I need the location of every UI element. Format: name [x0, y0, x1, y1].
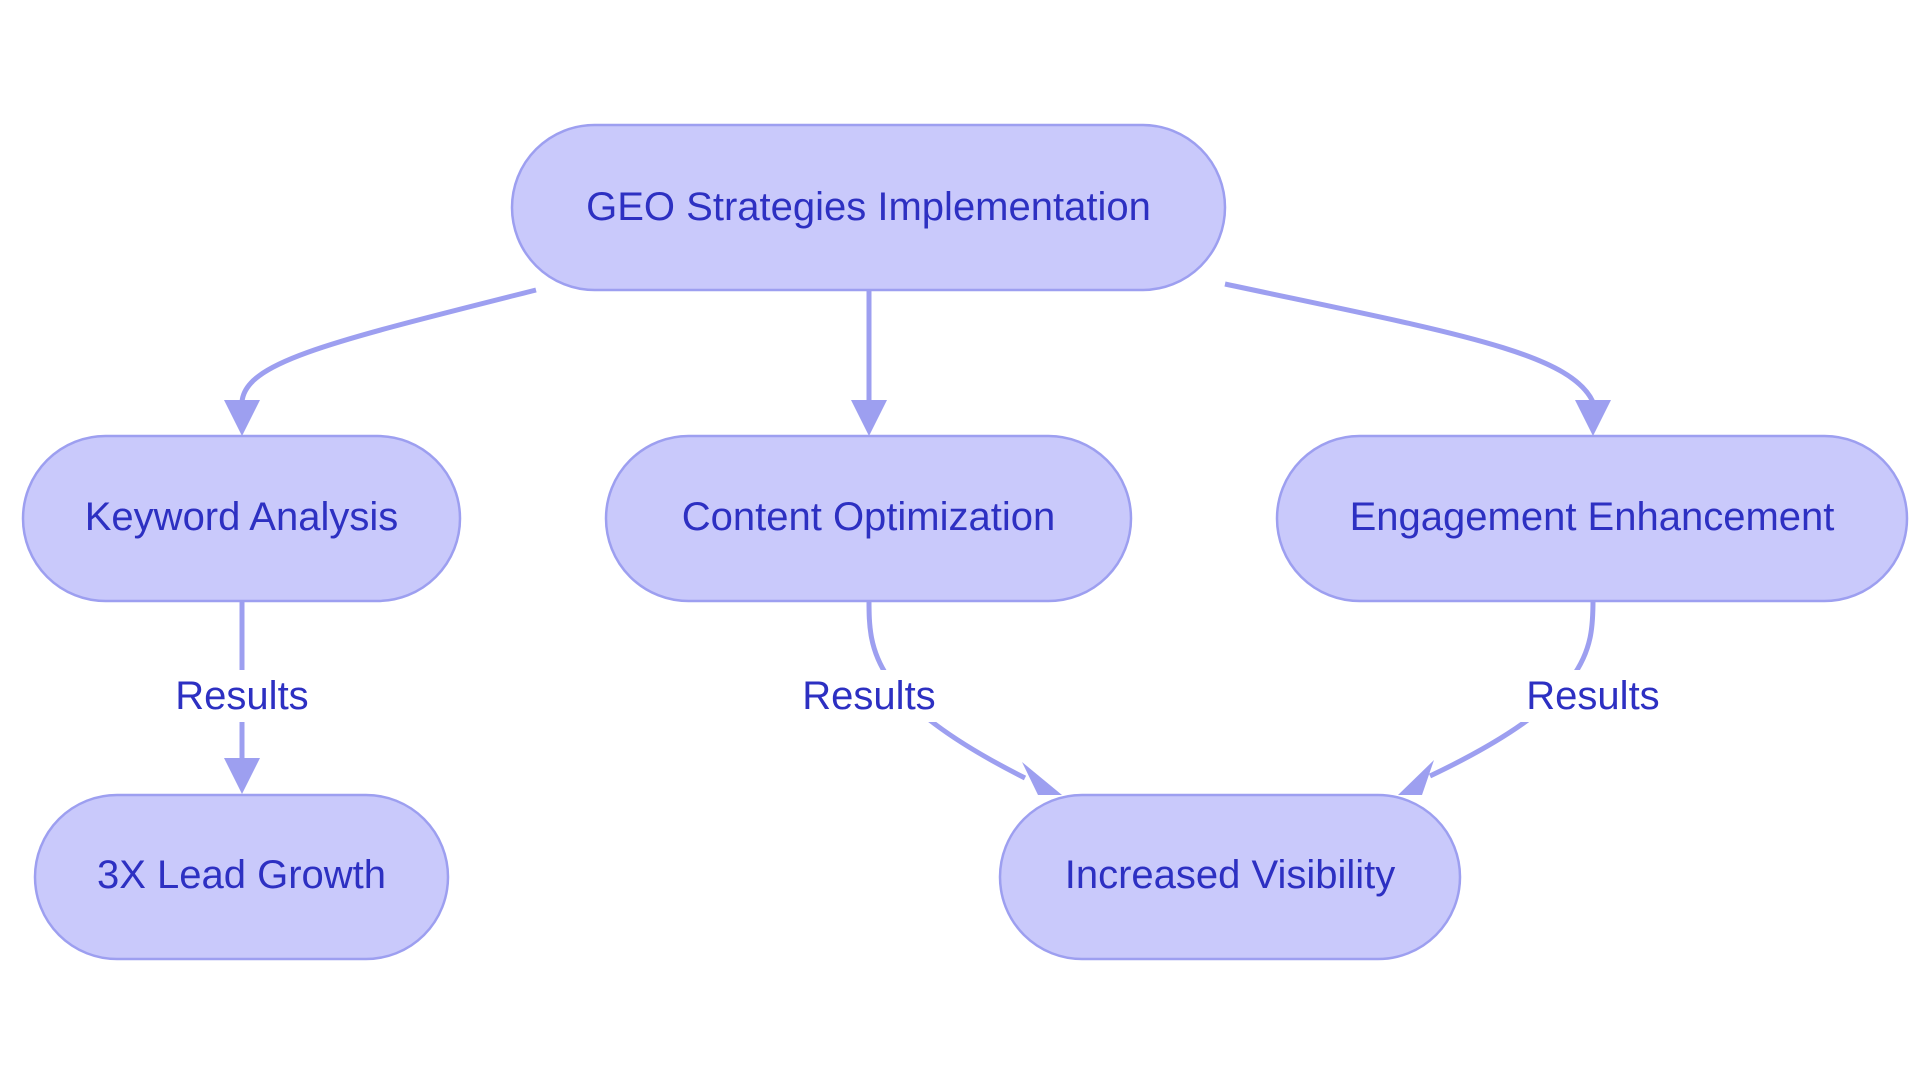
node-root-shape: [510, 123, 1227, 292]
node-engagement-enhancement-label: Engagement Enhancement: [1350, 495, 1835, 539]
node-engagement-enhancement-shape: [1275, 434, 1909, 603]
node-engagement-enhancement: Engagement Enhancement: [1275, 434, 1909, 603]
arrowhead-visibility-from-content: [1022, 762, 1062, 795]
edge-label-bg-engagement-visibility: [1517, 670, 1669, 722]
node-keyword-analysis-label: Keyword Analysis: [85, 495, 398, 539]
node-content-optimization-label: Content Optimization: [682, 495, 1056, 539]
arrowhead-content: [851, 400, 887, 436]
node-increased-visibility-label: Increased Visibility: [1065, 853, 1396, 897]
node-content-optimization: Content Optimization: [604, 434, 1133, 603]
node-root-label: GEO Strategies Implementation: [586, 185, 1151, 229]
edge-root-to-keyword: [239, 287, 537, 403]
arrowhead-engagement: [1575, 400, 1611, 436]
edge-label-bg-keyword-lead: [166, 670, 318, 722]
node-increased-visibility: Increased Visibility: [998, 793, 1462, 961]
arrowhead-visibility-from-engagement: [1398, 760, 1434, 795]
node-lead-growth: 3X Lead Growth: [33, 793, 450, 961]
node-lead-growth-shape: [33, 793, 450, 961]
arrowhead-keyword: [224, 400, 260, 436]
node-keyword-analysis-shape: [21, 434, 462, 603]
node-root: GEO Strategies Implementation: [510, 123, 1227, 292]
edge-label-keyword-lead: Results: [175, 674, 308, 718]
node-lead-growth-label: 3X Lead Growth: [97, 853, 386, 897]
arrowhead-lead: [224, 758, 260, 794]
edge-label-engagement-visibility: Results: [1526, 674, 1659, 718]
edge-root-to-engagement: [1224, 281, 1596, 404]
node-increased-visibility-shape: [998, 793, 1462, 961]
edge-label-content-visibility: Results: [802, 674, 935, 718]
edge-label-bg-content-visibility: [793, 670, 945, 722]
node-content-optimization-shape: [604, 434, 1133, 603]
node-keyword-analysis: Keyword Analysis: [21, 434, 462, 603]
